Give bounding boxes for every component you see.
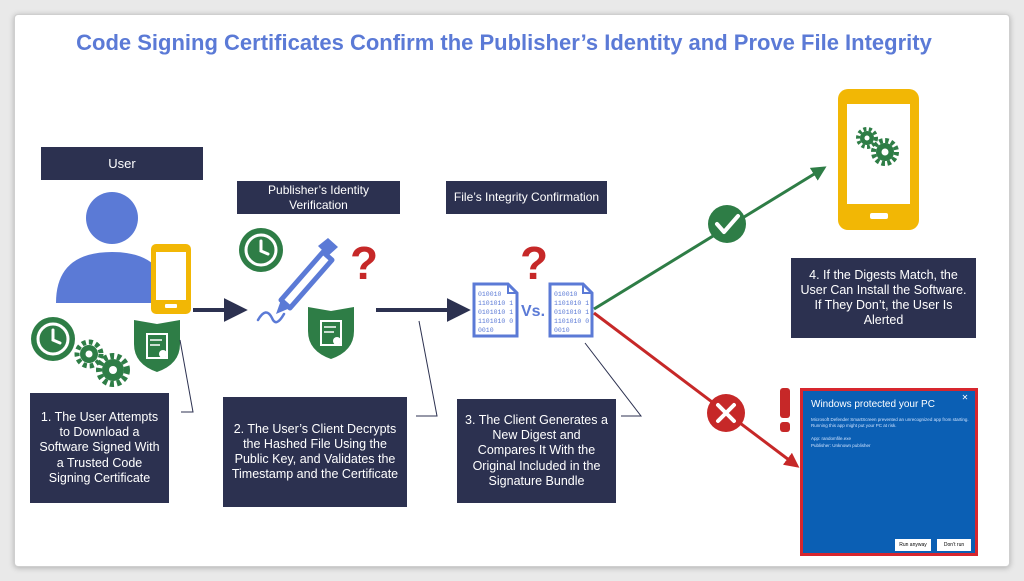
- success-arrow: [593, 166, 827, 311]
- publisher-identity-label: Publisher’s Identity Verification: [237, 181, 400, 214]
- dialog-message: Microsoft Defender SmartScreen prevented…: [811, 417, 969, 429]
- dont-run-button[interactable]: Don’t run: [937, 539, 971, 551]
- user-label: User: [41, 147, 203, 180]
- connector-line: [584, 342, 643, 417]
- binary-line: 010010: [478, 291, 502, 298]
- step3-description: 3. The Client Generates a New Digest and…: [457, 399, 616, 503]
- cross-icon: [707, 394, 745, 432]
- shield-certificate-icon: [308, 307, 354, 359]
- pen-signature-icon: [256, 238, 338, 324]
- clock-icon: [239, 228, 283, 272]
- shield-certificate-icon: [134, 320, 180, 372]
- step1-description: 1. The User Attempts to Download a Softw…: [30, 393, 169, 503]
- binary-line: 0010: [478, 327, 494, 334]
- windows-smartscreen-dialog: ✕ Windows protected your PC Microsoft De…: [800, 388, 978, 556]
- versus-label: Vs.: [521, 303, 545, 320]
- phone-icon: [151, 244, 191, 314]
- binary-line: 1101010 1: [478, 300, 513, 307]
- clock-icon: [31, 317, 75, 361]
- connector-line: [179, 339, 194, 413]
- step2-description: 2. The User’s Client Decrypts the Hashed…: [223, 397, 407, 507]
- binary-line: 0101010 1: [478, 309, 513, 316]
- dialog-meta: App: randomfile.exe Publisher: Unknown p…: [811, 435, 871, 449]
- close-icon[interactable]: ✕: [961, 393, 969, 402]
- binary-file-icon: 010010 1101010 1 0101010 1 1101010 0 001…: [548, 282, 594, 338]
- dialog-title: Windows protected your PC: [811, 399, 935, 410]
- question-mark-icon: ?: [350, 237, 378, 289]
- binary-line: 0010: [554, 327, 570, 334]
- binary-line: 010010: [554, 291, 578, 298]
- binary-line: 1101010 0: [478, 318, 513, 325]
- failure-arrow: [593, 311, 800, 468]
- exclamation-icon: [780, 388, 790, 432]
- diagram-title: Code Signing Certificates Confirm the Pu…: [76, 30, 932, 55]
- binary-line: 1101010 1: [554, 300, 589, 307]
- file-integrity-label: File’s Integrity Confirmation: [446, 181, 607, 214]
- binary-file-icon: 010010 1101010 1 0101010 1 1101010 0 001…: [472, 282, 519, 338]
- gears-icon: [856, 127, 899, 166]
- gears-icon: [74, 339, 130, 387]
- connector-line: [416, 320, 438, 417]
- question-mark-icon: ?: [520, 237, 548, 289]
- binary-line: 1101010 0: [554, 318, 589, 325]
- checkmark-icon: [708, 205, 746, 243]
- dialog-app-line: App: randomfile.exe: [811, 436, 852, 441]
- dialog-publisher-line: Publisher: Unknown publisher: [811, 443, 871, 449]
- step4-description: 4. If the Digests Match, the User Can In…: [791, 258, 976, 338]
- run-anyway-button[interactable]: Run anyway: [895, 539, 931, 551]
- binary-line: 0101010 1: [554, 309, 589, 316]
- user-icon: [56, 192, 168, 303]
